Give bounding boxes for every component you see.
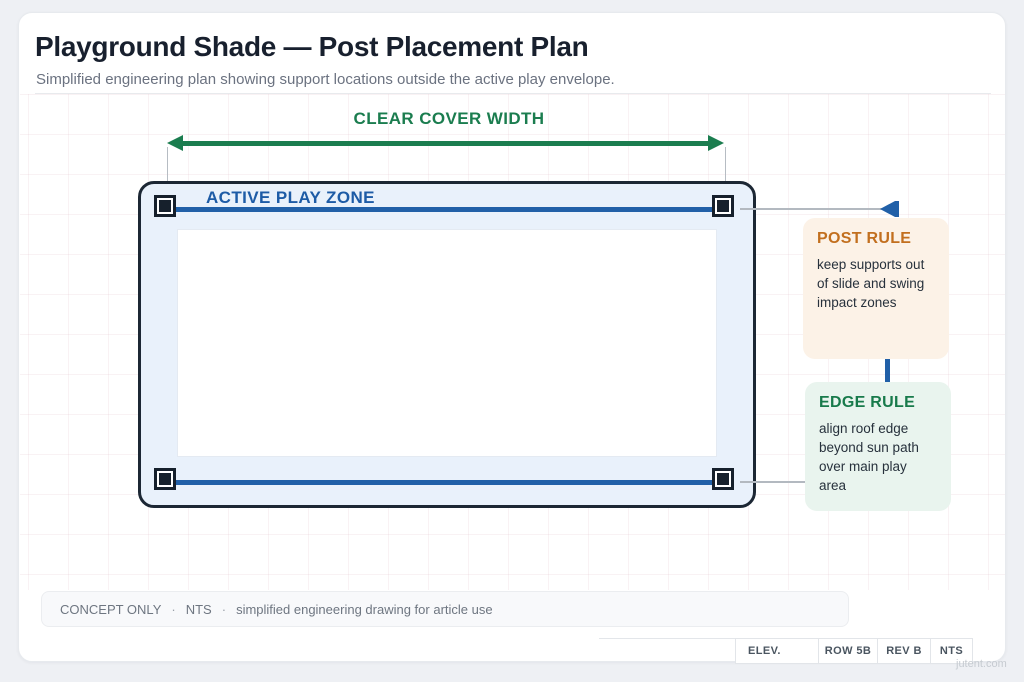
concept-note: CONCEPT ONLY · NTS · simplified engineer… — [41, 591, 849, 627]
play-zone-inner-area — [177, 229, 717, 457]
post-core — [159, 200, 171, 212]
callout-arrow-icon — [880, 201, 895, 217]
post-core — [717, 200, 729, 212]
header-divider — [35, 93, 991, 94]
callout-connector-line — [885, 359, 890, 383]
title-block-leader-line — [599, 638, 735, 639]
page-title: Playground Shade — Post Placement Plan — [35, 31, 589, 62]
note-part-nts: NTS — [185, 601, 212, 617]
note-separator: · — [171, 601, 176, 617]
dimension-label: CLEAR COVER WIDTH — [353, 109, 545, 128]
edge-rule-callout: EDGE RULE align roof edge beyond sun pat… — [805, 382, 951, 511]
dimension-line — [181, 141, 709, 146]
note-separator: · — [221, 601, 227, 617]
callout-arrow-stem — [895, 201, 899, 217]
leader-line-edge-rule — [740, 481, 808, 483]
post-marker-top-left — [154, 195, 176, 217]
watermark: jutent.com — [956, 658, 1007, 670]
edge-rule-title: EDGE RULE — [819, 394, 916, 411]
title-block-cell-row: ROW 5B — [818, 638, 878, 664]
arrowhead-left-icon — [167, 135, 183, 151]
post-core — [159, 473, 171, 485]
extension-line-left — [167, 147, 168, 197]
title-block-cell-rev: REV B — [877, 638, 931, 664]
leader-line-post-rule — [740, 208, 882, 210]
page-subtitle: Simplified engineering plan showing supp… — [36, 71, 615, 88]
play-zone-label: ACTIVE PLAY ZONE — [206, 188, 375, 207]
post-core — [717, 473, 729, 485]
post-marker-bottom-right — [712, 468, 734, 490]
top-beam-line — [168, 207, 726, 212]
post-rule-title: POST RULE — [817, 230, 912, 247]
extension-line-right — [725, 147, 726, 197]
edge-rule-body: align roof edge beyond sun path over mai… — [819, 421, 919, 494]
note-part-description: simplified engineering drawing for artic… — [236, 601, 493, 617]
plan-card: Playground Shade — Post Placement Plan S… — [18, 12, 1006, 664]
title-block-cell-nts: NTS — [930, 638, 973, 664]
bottom-beam-line — [168, 480, 726, 485]
post-marker-bottom-left — [154, 468, 176, 490]
note-part-concept: CONCEPT ONLY — [60, 601, 162, 617]
title-block-cell-elev: ELEV. — [735, 638, 820, 664]
post-rule-body: keep supports out of slide and swing imp… — [817, 257, 925, 311]
post-marker-top-right — [712, 195, 734, 217]
arrowhead-right-icon — [708, 135, 724, 151]
post-rule-callout: POST RULE keep supports out of slide and… — [803, 218, 949, 359]
